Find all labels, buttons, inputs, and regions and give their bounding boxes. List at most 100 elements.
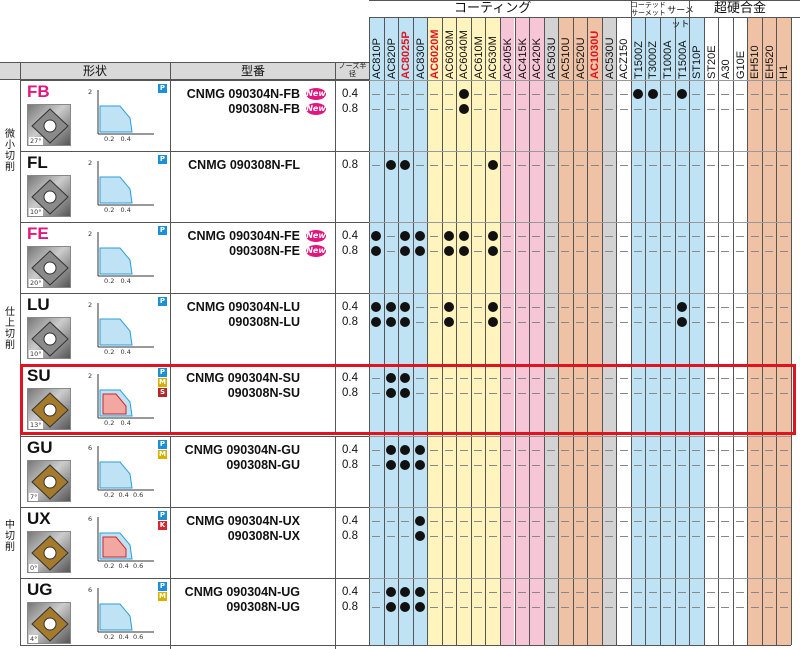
unavailable-dash <box>779 165 788 167</box>
material-tag: P <box>158 510 167 520</box>
unavailable-dash <box>736 251 745 253</box>
unavailable-dash <box>474 322 483 324</box>
unavailable-dash <box>488 520 497 522</box>
part-number: CNMG 090304N-SU <box>186 371 300 386</box>
unavailable-dash <box>459 535 468 537</box>
grade-label: AC530U <box>603 37 616 79</box>
unavailable-dash <box>750 378 759 380</box>
insert-icon <box>31 463 69 500</box>
unavailable-dash <box>648 449 657 451</box>
unavailable-dash <box>488 591 497 593</box>
availability-dot <box>676 302 687 313</box>
unavailable-dash <box>546 322 555 324</box>
group-name: SU <box>27 366 51 386</box>
grade-label: AC503U <box>545 37 558 79</box>
unavailable-dash <box>386 520 395 522</box>
unavailable-dash <box>517 251 526 253</box>
unavailable-dash <box>503 520 512 522</box>
availability-dot <box>400 317 411 328</box>
unavailable-dash <box>561 535 570 537</box>
unavailable-dash <box>415 378 424 380</box>
unavailable-dash <box>590 251 599 253</box>
header-row-bg <box>0 62 369 80</box>
unavailable-dash <box>677 449 686 451</box>
insert-image <box>27 175 71 218</box>
unavailable-dash <box>605 94 614 95</box>
unavailable-dash <box>605 393 614 395</box>
angle-label: 13° <box>29 421 43 430</box>
unavailable-dash <box>634 322 643 324</box>
unavailable-dash <box>386 236 395 238</box>
angle-label: 10° <box>29 208 43 217</box>
unavailable-dash <box>415 307 424 309</box>
part-number: 090308N-LU <box>228 315 300 330</box>
material-tag: S <box>158 388 167 398</box>
unavailable-dash <box>488 94 497 95</box>
unavailable-dash <box>663 449 672 451</box>
new-badge: New <box>306 230 326 243</box>
unavailable-dash <box>692 165 701 167</box>
unavailable-dash <box>445 606 454 608</box>
part-number: 090308N-FB <box>228 102 300 116</box>
unavailable-dash <box>415 165 424 167</box>
unavailable-dash <box>750 449 759 451</box>
unavailable-dash <box>765 251 774 253</box>
unavailable-dash <box>546 606 555 608</box>
unavailable-dash <box>677 606 686 608</box>
grade-label: AC6020M <box>429 29 442 79</box>
availability-dot <box>400 586 411 597</box>
availability-dot <box>444 302 455 313</box>
unavailable-dash <box>372 535 381 537</box>
unavailable-dash <box>779 449 788 451</box>
unavailable-dash <box>459 378 468 380</box>
unavailable-dash <box>677 236 686 238</box>
unavailable-dash <box>372 520 381 522</box>
availability-dot <box>400 601 411 612</box>
unavailable-dash <box>706 535 715 537</box>
unavailable-dash <box>445 165 454 167</box>
unavailable-dash <box>721 322 730 324</box>
unavailable-dash <box>750 322 759 324</box>
unavailable-dash <box>648 378 657 380</box>
unavailable-dash <box>546 449 555 451</box>
grade-column <box>660 18 675 645</box>
unavailable-dash <box>692 449 701 451</box>
unavailable-dash <box>765 236 774 238</box>
new-badge: New <box>306 245 326 258</box>
insert-image <box>27 601 71 644</box>
unavailable-dash <box>430 393 439 395</box>
unavailable-dash <box>605 378 614 380</box>
unavailable-dash <box>430 606 439 608</box>
row-divider-grades <box>369 80 791 81</box>
unavailable-dash <box>532 109 541 110</box>
unavailable-dash <box>736 236 745 238</box>
availability-dot <box>487 317 498 328</box>
unavailable-dash <box>532 520 541 522</box>
nose-radius: 0.8 <box>342 458 358 471</box>
unavailable-dash <box>648 393 657 395</box>
material-tag: P <box>158 297 167 307</box>
unavailable-dash <box>488 606 497 608</box>
group-name: FB <box>27 82 50 101</box>
row-divider-grades <box>369 222 791 224</box>
unavailable-dash <box>430 535 439 537</box>
col-divider <box>170 364 171 436</box>
unavailable-dash <box>663 520 672 522</box>
unavailable-dash <box>561 520 570 522</box>
nose-radius: 0.4 <box>342 585 358 598</box>
material-tag: K <box>158 520 167 530</box>
unavailable-dash <box>750 165 759 167</box>
unavailable-dash <box>677 591 686 593</box>
unavailable-dash <box>474 606 483 608</box>
availability-dot <box>385 302 396 313</box>
unavailable-dash <box>779 464 788 466</box>
unavailable-dash <box>503 378 512 380</box>
chipbreaker-chart <box>86 511 160 573</box>
unavailable-dash <box>488 449 497 451</box>
unavailable-dash <box>532 535 541 537</box>
unavailable-dash <box>532 606 541 608</box>
unavailable-dash <box>575 236 584 238</box>
unavailable-dash <box>779 393 788 395</box>
unavailable-dash <box>765 591 774 593</box>
material-tag: P <box>158 368 167 378</box>
